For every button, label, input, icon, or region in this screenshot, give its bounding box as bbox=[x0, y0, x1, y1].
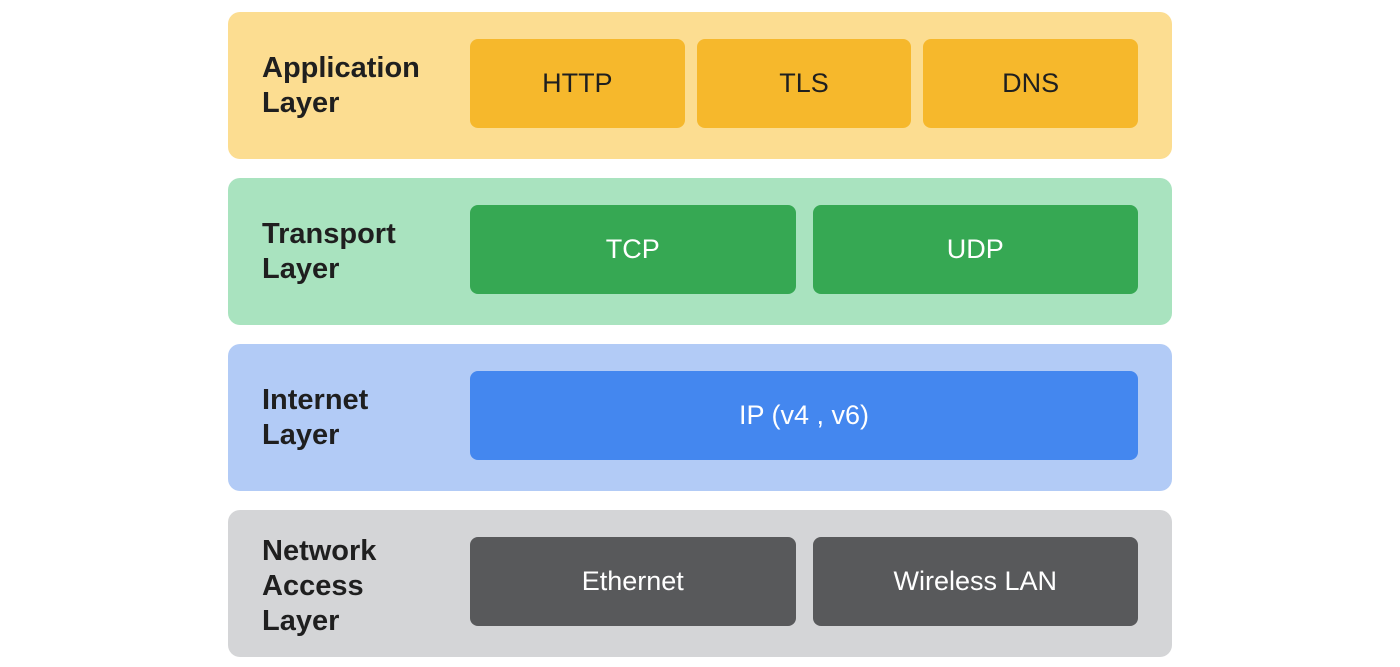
layer-title-line: Network bbox=[262, 535, 377, 567]
layer-title-line: Internet bbox=[262, 383, 369, 416]
application-layer: Application Layer HTTP TLS DNS bbox=[228, 12, 1172, 159]
network-access-layer: Network Access Layer Ethernet Wireless L… bbox=[228, 510, 1172, 657]
protocol-box-dns: DNS bbox=[923, 39, 1139, 128]
internet-layer: Internet Layer IP (v4 , v6) bbox=[228, 344, 1172, 491]
protocol-row: Ethernet Wireless LAN bbox=[470, 537, 1138, 626]
protocol-box-http: HTTP bbox=[470, 39, 685, 128]
layer-title-line: Access bbox=[262, 570, 364, 602]
layer-title-line: Application bbox=[262, 51, 420, 84]
transport-layer: Transport Layer TCP UDP bbox=[228, 178, 1172, 325]
layer-title: Network Access Layer bbox=[262, 510, 462, 657]
layer-title-line: Layer bbox=[262, 605, 340, 637]
tcp-ip-layer-stack: Application Layer HTTP TLS DNS Transport… bbox=[228, 12, 1172, 657]
protocol-row: HTTP TLS DNS bbox=[470, 39, 1139, 128]
protocol-box-ip: IP (v4 , v6) bbox=[470, 371, 1138, 460]
layer-title-line: Layer bbox=[262, 86, 340, 119]
layer-title: Internet Layer bbox=[262, 344, 462, 491]
layer-title-line: Transport bbox=[262, 217, 396, 250]
layer-title-line: Layer bbox=[262, 252, 340, 285]
layer-title-line: Layer bbox=[262, 418, 340, 451]
protocol-box-tcp: TCP bbox=[470, 205, 796, 294]
protocol-box-wireless-lan: Wireless LAN bbox=[812, 537, 1138, 626]
layer-title: Transport Layer bbox=[262, 178, 462, 325]
protocol-box-tls: TLS bbox=[696, 39, 912, 128]
protocol-row: TCP UDP bbox=[470, 205, 1138, 294]
protocol-box-udp: UDP bbox=[812, 205, 1138, 294]
protocol-box-ethernet: Ethernet bbox=[470, 537, 796, 626]
protocol-row: IP (v4 , v6) bbox=[470, 371, 1138, 460]
layer-title: Application Layer bbox=[262, 12, 462, 159]
